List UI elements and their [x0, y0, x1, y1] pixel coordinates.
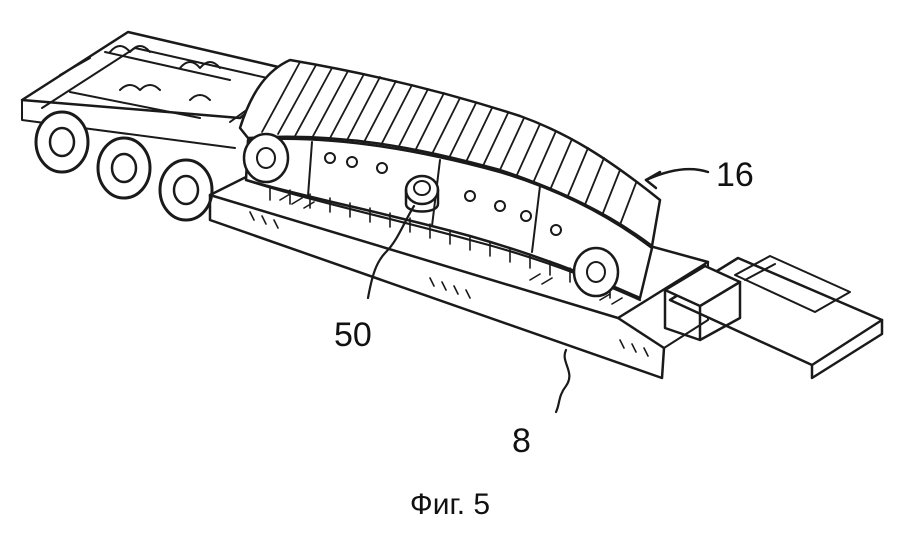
- leader-8: [554, 348, 571, 414]
- wheel-2: [96, 136, 152, 200]
- track-unit-drawing: [238, 58, 662, 302]
- label-8: 8: [512, 422, 531, 460]
- figure-caption: Фиг. 5: [410, 488, 490, 521]
- wheel-1: [34, 110, 90, 174]
- label-16: 16: [716, 156, 754, 194]
- wheel-3: [158, 158, 214, 222]
- connector-drawing: [366, 174, 440, 300]
- label-50: 50: [334, 316, 372, 354]
